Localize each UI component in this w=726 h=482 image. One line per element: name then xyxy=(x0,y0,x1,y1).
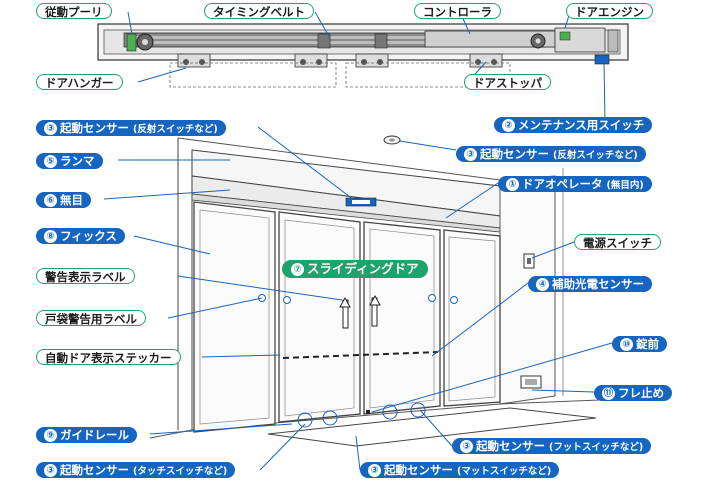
aux-sensor-number: ④ xyxy=(536,278,549,291)
sensor-foot-number: ③ xyxy=(460,440,473,453)
sliding-door-text: スライディングドア xyxy=(307,261,419,276)
mullion-text: 無目 xyxy=(60,193,83,207)
warning-label-label: 警告表示ラベル xyxy=(36,268,135,284)
sensor-reflect-left-text: 起動センサー xyxy=(60,121,129,135)
sensor-reflect-left-note: (反射スイッチなど) xyxy=(133,124,218,135)
door-operator-number: ① xyxy=(506,178,519,191)
guide-rail-text: ガイドレール xyxy=(60,428,129,442)
leader-lines xyxy=(103,11,613,471)
sensor-reflect-left-number: ③ xyxy=(44,122,57,135)
transom-text: ランマ xyxy=(60,154,95,168)
fix-number: ⑧ xyxy=(44,230,57,243)
sensor-mat-number: ③ xyxy=(368,464,381,477)
sensor-reflect-right-text: 起動センサー xyxy=(480,147,549,161)
sensor-mat-note: (マットスイッチなど) xyxy=(457,466,552,477)
power-switch-label: 電源スイッチ xyxy=(574,234,661,250)
fixed-panel-right xyxy=(443,229,501,407)
sliding-door-number: ⑦ xyxy=(291,263,304,276)
aux-sensor-text: 補助光電センサー xyxy=(552,277,644,291)
sensor-touch-note: (タッチスイッチなど) xyxy=(133,466,228,477)
sensor-foot-text: 起動センサー xyxy=(476,439,545,453)
maintenance-switch-number: ② xyxy=(502,119,515,132)
anti-sway-number: ⑪ xyxy=(602,387,615,400)
maintenance-switch-text: メンテナンス用スイッチ xyxy=(518,118,645,132)
transom-number: ⑤ xyxy=(44,155,57,168)
mullion-number: ⑥ xyxy=(44,194,57,207)
controller-label: コントローラ xyxy=(414,3,501,19)
lock-number: ⑩ xyxy=(620,338,633,351)
driven-pulley-label: 従動プーリ xyxy=(36,3,112,19)
sensor-mat-text: 起動センサー xyxy=(384,463,453,477)
sensor-foot-note: (フットスイッチなど) xyxy=(549,442,644,453)
auto-door-sticker-label: 自動ドア表示ステッカー xyxy=(36,349,181,365)
fixed-panel-left xyxy=(193,201,276,433)
lock-text: 錠前 xyxy=(636,337,659,351)
pocket-warning-label-label: 戸袋警告用ラベル xyxy=(36,310,146,326)
sensor-reflect-right-note: (反射スイッチなど) xyxy=(553,150,638,161)
door-panels xyxy=(193,201,501,433)
door-engine-label: ドアエンジン xyxy=(566,3,653,19)
sensor-touch-number: ③ xyxy=(44,464,57,477)
timing-belt-label: タイミングベルト xyxy=(204,3,314,19)
anti-sway-text: フレ止め xyxy=(618,386,664,400)
guide-rail-number: ⑨ xyxy=(44,429,57,442)
door-operator-text: ドアオペレータ xyxy=(522,177,603,191)
door-operator-note: (無目内) xyxy=(606,180,644,191)
door-operator-mechanism xyxy=(97,23,629,88)
door-hanger-label: ドアハンガー xyxy=(36,74,123,90)
floor-mat xyxy=(267,407,597,447)
door-stopper-label: ドアストッパ xyxy=(464,74,551,90)
fix-text: フィックス xyxy=(60,229,117,243)
sensor-reflect-right-number: ③ xyxy=(464,148,477,161)
sensor-touch-text: 起動センサー xyxy=(60,463,129,477)
